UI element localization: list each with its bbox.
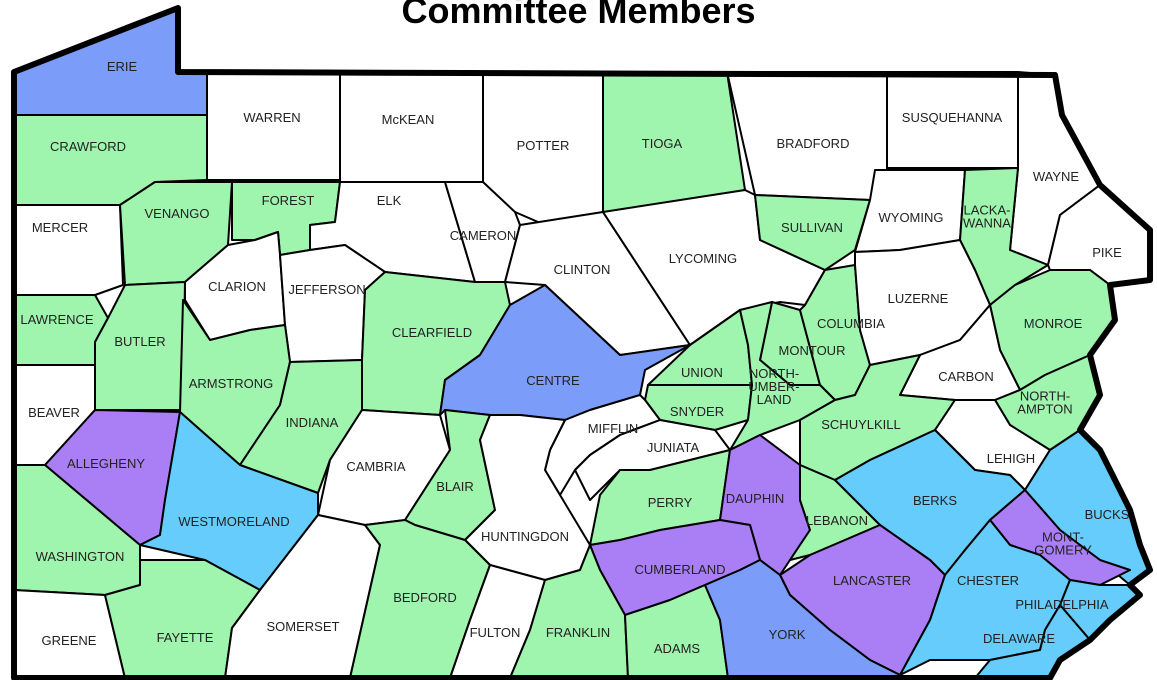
county-mercer[interactable] <box>13 204 124 296</box>
county-bradford[interactable] <box>726 71 888 201</box>
county-tioga[interactable] <box>602 71 746 213</box>
county-susquehanna[interactable] <box>886 71 1019 169</box>
county-warren[interactable] <box>206 71 341 181</box>
map-title: Committee Members <box>401 0 756 31</box>
county-mckean[interactable] <box>339 71 484 183</box>
county-butler[interactable] <box>94 281 186 411</box>
county-indiana[interactable] <box>239 359 363 494</box>
state-outline <box>11 5 1153 680</box>
county-york[interactable] <box>704 559 906 679</box>
county-sullivan[interactable] <box>754 194 871 271</box>
county-lawrence[interactable] <box>13 294 109 366</box>
